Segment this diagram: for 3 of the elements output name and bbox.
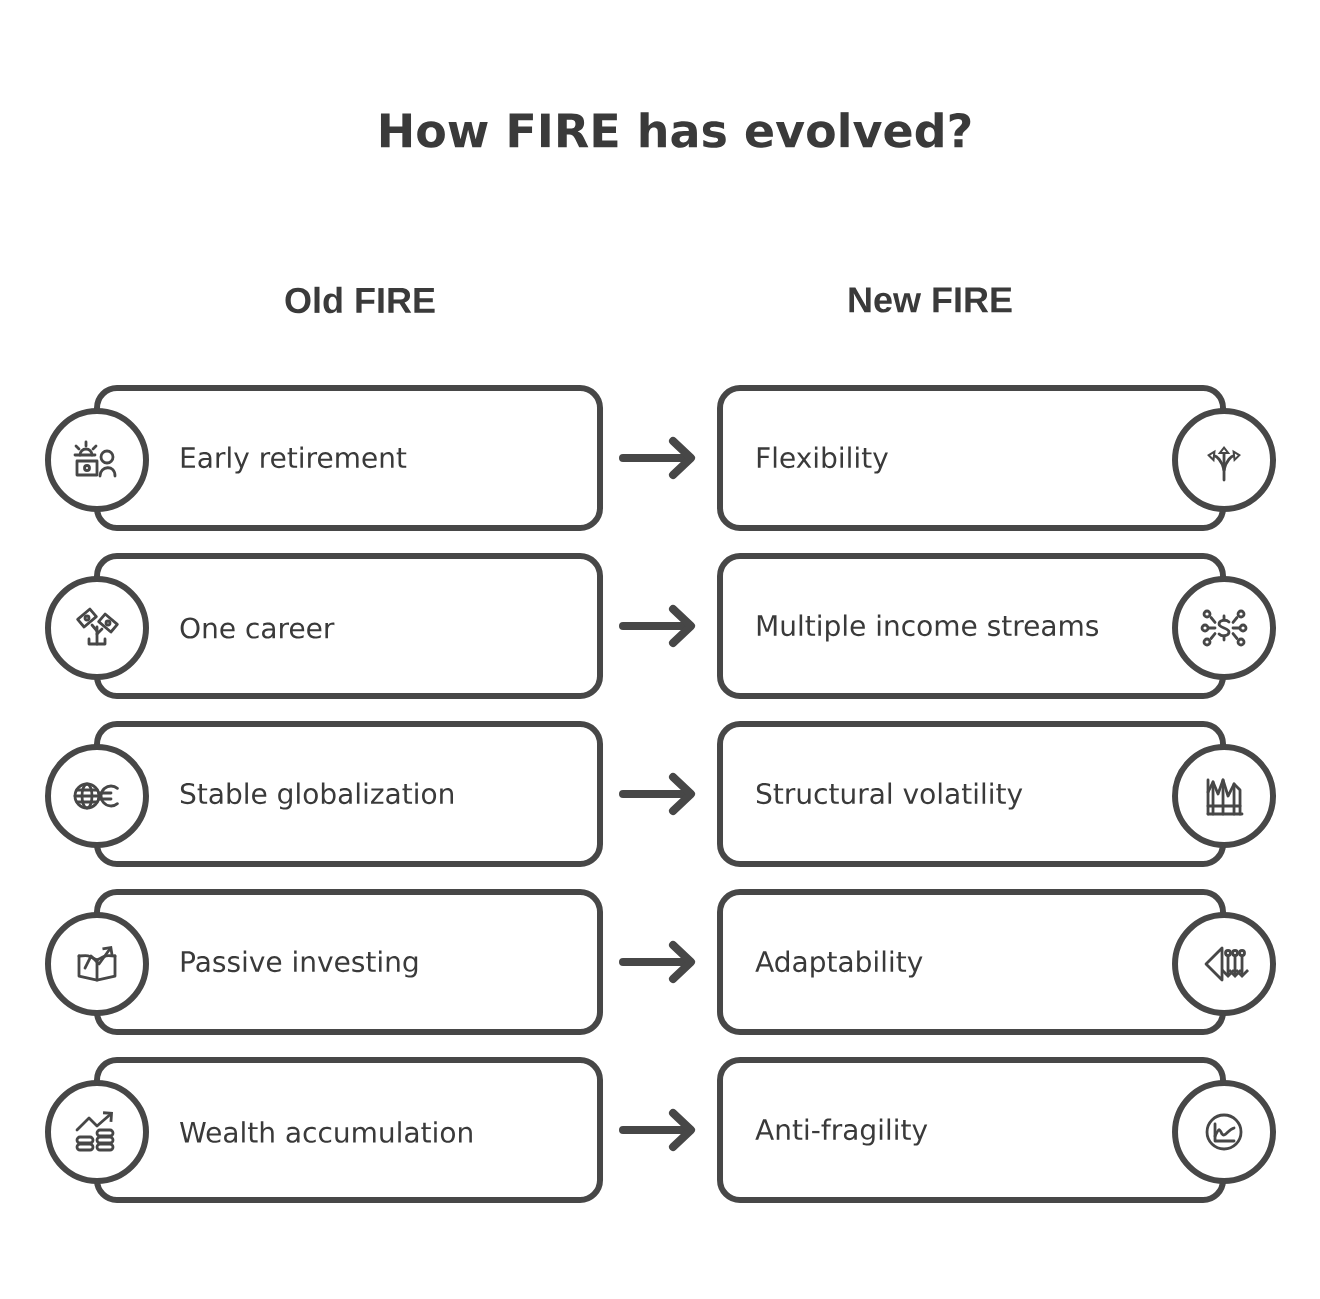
title: How FIRE has evolved? (380, 112, 971, 148)
column-heading: Old FIRE (285, 286, 435, 314)
column-heading: New FIRE (849, 287, 1012, 313)
